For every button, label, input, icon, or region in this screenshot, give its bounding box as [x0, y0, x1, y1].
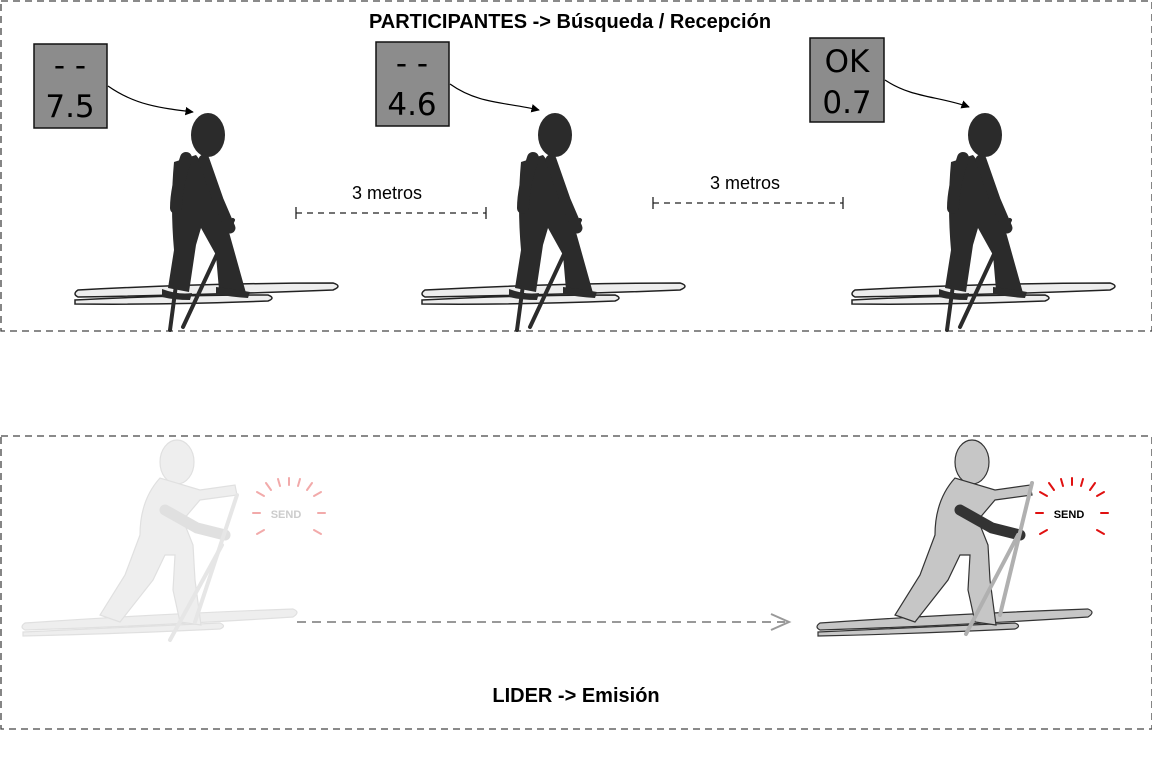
distance-label-2: 3 metros [710, 173, 780, 193]
display-status-3: OK [825, 44, 870, 80]
send-signal: SEND [1035, 477, 1109, 535]
participant-skier-1 [75, 113, 338, 330]
participant-skier-2 [422, 113, 685, 330]
display-value-2: 4.6 [387, 87, 436, 123]
display-box-3: OK 0.7 [809, 37, 885, 123]
leader-skier [817, 440, 1092, 636]
send-label: SEND [1054, 509, 1085, 521]
display-status-2: - - [396, 46, 428, 82]
callout-arrow-3 [884, 79, 970, 109]
distance-marker-2 [652, 197, 844, 209]
leader-frame [0, 435, 1152, 730]
display-status-1: - - [54, 48, 86, 84]
display-value-3: 0.7 [822, 85, 871, 121]
leader-title: LIDER -> Emisión [492, 685, 659, 707]
participants-frame [0, 0, 1152, 332]
movement-arrow [297, 613, 792, 631]
display-box-2: - - 4.6 [375, 41, 450, 127]
send-label-faded: SEND [271, 509, 302, 521]
callout-arrow-2 [449, 83, 540, 113]
display-box-1: - - 7.5 [33, 43, 108, 129]
participants-title: PARTICIPANTES -> Búsqueda / Recepción [369, 11, 771, 33]
send-signal-faded: SEND [252, 477, 326, 535]
callout-arrow-1 [107, 85, 194, 116]
participant-skier-3 [852, 113, 1115, 330]
distance-marker-1 [295, 207, 487, 219]
leader-skier-faded [22, 440, 297, 642]
display-value-1: 7.5 [45, 89, 94, 125]
distance-label-1: 3 metros [352, 183, 422, 203]
